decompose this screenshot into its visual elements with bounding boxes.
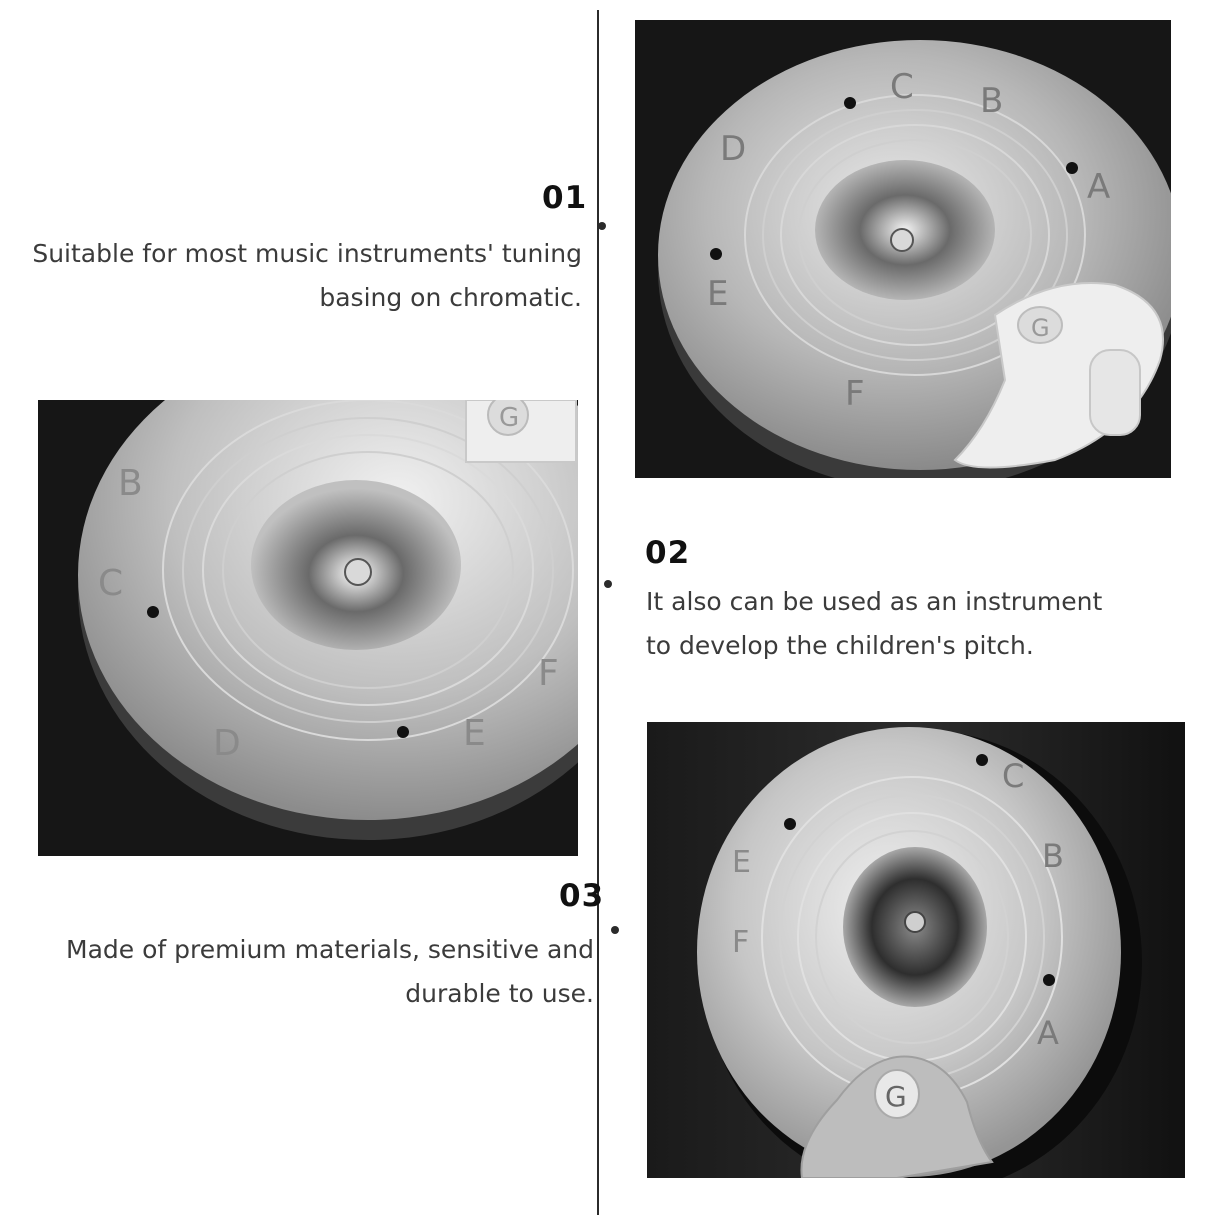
feature-number-03: 03 (559, 878, 605, 914)
product-photo-middle: B C D E F G (38, 400, 578, 856)
feature-02-line-1: It also can be used as an instrument (646, 587, 1103, 616)
top-note-b: B (980, 81, 1003, 121)
top-note-c: C (890, 67, 914, 107)
feature-description-03: Made of premium materials, sensitive and… (66, 928, 594, 1016)
divider-dot-01 (598, 222, 606, 230)
top-note-f: F (845, 374, 865, 414)
feature-number-02: 02 (645, 535, 691, 571)
divider-dot-02 (604, 580, 612, 588)
bottom-note-f: F (732, 925, 749, 960)
feature-number-01: 01 (542, 180, 588, 216)
bottom-note-a: A (1037, 1014, 1059, 1052)
feature-03-line-2: durable to use. (405, 979, 594, 1008)
vertical-divider (597, 10, 599, 1215)
product-photo-bottom: C B A E F G (647, 722, 1185, 1178)
top-note-a: A (1087, 167, 1110, 207)
feature-description-01: Suitable for most music instruments' tun… (32, 232, 582, 320)
middle-note-c: C (98, 563, 123, 604)
top-note-e: E (707, 274, 728, 314)
middle-note-e: E (463, 713, 486, 754)
middle-note-d: D (213, 723, 241, 764)
feature-description-02: It also can be used as an instrument to … (646, 580, 1102, 668)
feature-01-line-2: basing on chromatic. (319, 283, 582, 312)
feature-03-line-1: Made of premium materials, sensitive and (66, 935, 594, 964)
bottom-note-e: E (732, 845, 751, 880)
middle-clip-label: G (499, 403, 519, 433)
bottom-note-c: C (1002, 757, 1024, 795)
feature-02-line-2: to develop the children's pitch. (646, 631, 1034, 660)
bottom-note-b: B (1042, 837, 1064, 875)
top-note-d: D (720, 129, 746, 169)
middle-note-f: F (538, 653, 559, 694)
product-photo-top: C B A D E F G (635, 20, 1171, 478)
divider-dot-03 (611, 926, 619, 934)
bottom-clip-label: G (885, 1080, 907, 1113)
top-clip-label: G (1031, 314, 1050, 342)
feature-01-line-1: Suitable for most music instruments' tun… (32, 239, 582, 268)
middle-note-b: B (118, 463, 143, 504)
